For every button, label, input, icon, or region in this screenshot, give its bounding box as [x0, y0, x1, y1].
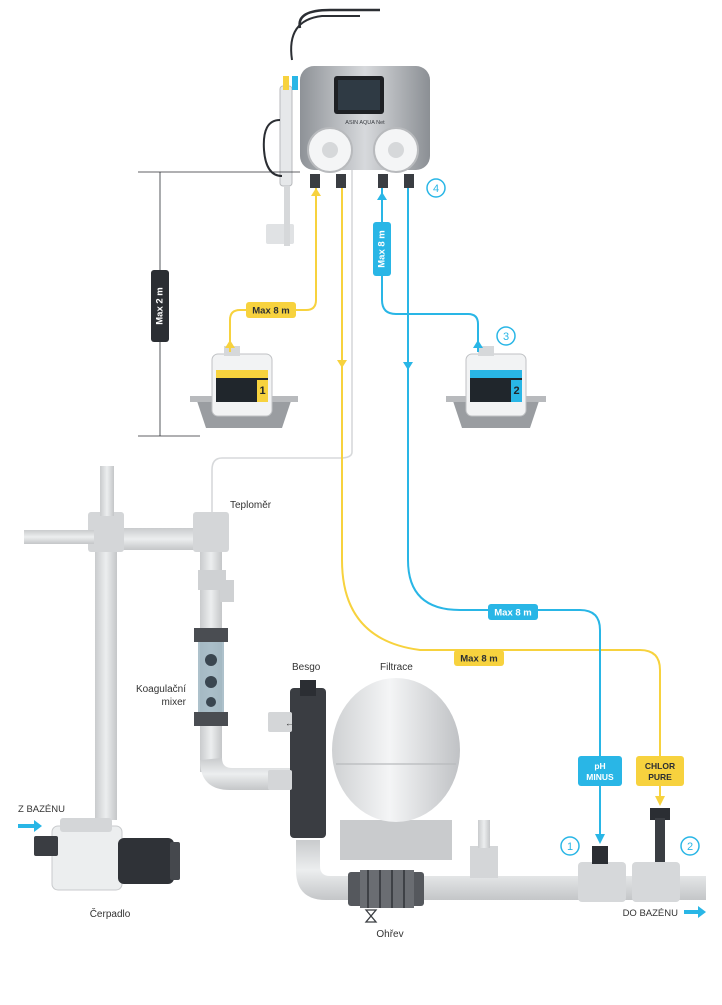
canister-left-number: 1: [259, 385, 265, 397]
to-pool-label: DO BAZÉNU: [623, 908, 679, 919]
marker-3: [496, 326, 516, 346]
pump-head-left: [307, 127, 353, 173]
inflow-arrow-icon: [18, 820, 42, 832]
cl-label-line2: PURE: [648, 772, 672, 782]
max-height-label: Max 2 m: [155, 287, 166, 325]
chlor-pure-injector: [636, 756, 684, 862]
besgo-valve: ←: [268, 680, 326, 838]
thermometer-cable: [211, 160, 353, 512]
blue-bottom-distance-badge: [488, 604, 538, 620]
blue-arrows: [377, 192, 605, 844]
heater: [348, 870, 424, 923]
from-pool-label: Z BAZÉNU: [18, 804, 65, 815]
yellow-top-distance-label: Max 8 m: [252, 306, 290, 317]
device-brand: ASIN AQUA Net: [345, 120, 385, 126]
dosing-control-unit: [262, 8, 430, 246]
yellow-bottom-distance-label: Max 8 m: [460, 654, 498, 665]
yellow-top-distance-badge: [246, 302, 296, 318]
pump: [34, 818, 180, 891]
coag-mixer-label-line2: mixer: [162, 697, 187, 708]
marker-1-number: 1: [567, 841, 573, 853]
yellow-bottom-distance-badge: [454, 650, 504, 666]
marker-4: [426, 178, 446, 198]
height-measure: [138, 171, 300, 437]
pump-head-right: [373, 127, 419, 173]
canister-right: [446, 346, 546, 428]
blue-bottom-distance-label: Max 8 m: [494, 608, 532, 619]
blue-vertical-distance-label: Max 8 m: [377, 230, 388, 268]
ph-label-line2: MINUS: [586, 772, 614, 782]
filtration-label: Filtrace: [380, 662, 413, 673]
heating-label: Ohřev: [376, 929, 403, 940]
coag-mixer-label-line1: Koagulační: [136, 684, 186, 695]
ph-minus-injector: [578, 756, 622, 864]
canister-left: [190, 346, 298, 428]
marker-4-number: 4: [433, 183, 439, 195]
yellow-arrows: [225, 188, 665, 806]
canister-right-number: 2: [513, 385, 519, 397]
blue-dosing-line: [381, 188, 601, 840]
filter-tank: [332, 678, 460, 860]
svg-text:←: ←: [285, 718, 294, 728]
ph-label-line1: pH: [594, 761, 605, 771]
blue-vertical-distance-badge: [373, 222, 391, 276]
marker-2-number: 2: [687, 841, 693, 853]
pump-label: Čerpadlo: [90, 907, 131, 920]
thermometer-label: Teploměr: [230, 500, 272, 511]
marker-1: [560, 836, 580, 856]
coagulation-mixer: [194, 628, 228, 726]
outflow-arrow-icon: [684, 906, 706, 918]
marker-2: [680, 836, 700, 856]
marker-3-number: 3: [503, 331, 509, 343]
besgo-label: Besgo: [292, 662, 321, 673]
cl-label-line1: CHLOR: [645, 761, 675, 771]
